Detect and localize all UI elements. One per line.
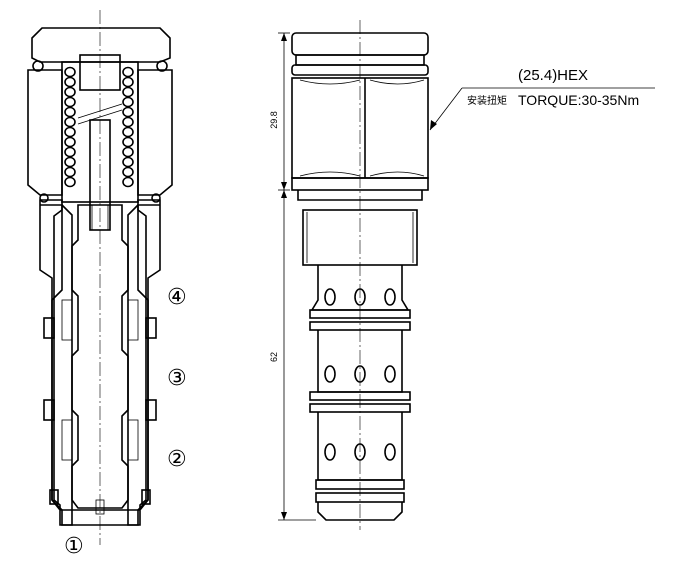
hex-size-note: (25.4)HEX: [518, 67, 588, 84]
spring-coil-left: [64, 116, 76, 128]
spring-coil-left: [64, 126, 76, 138]
spring-coil-left: [64, 86, 76, 98]
port-label-3: ③: [167, 366, 187, 391]
torque-leader: [429, 87, 655, 131]
port-window-4-right: [127, 299, 139, 341]
seal-left-upper: [43, 317, 55, 339]
cap-right-wall: [137, 69, 173, 196]
sleeve-left: [40, 204, 73, 526]
spring-chamber: [61, 61, 139, 203]
bottom-orifice: [95, 499, 105, 515]
torque-spec: TORQUE:30-35Nm: [518, 92, 639, 108]
spring-coil-right: [122, 166, 134, 178]
mid-ports: [324, 365, 396, 383]
cap-groove-2: [291, 64, 429, 76]
hex-chamfer-4: [369, 171, 425, 177]
spring-coil-left: [64, 96, 76, 108]
groove-c: [309, 391, 411, 401]
port-label-4: ④: [167, 285, 187, 310]
spring-coil-left: [64, 176, 76, 188]
spring-coil-left: [64, 66, 76, 78]
groove-a: [309, 309, 411, 319]
spring-coil-left: [64, 136, 76, 148]
hex-bottom-step: [297, 190, 423, 201]
groove-f: [315, 492, 405, 503]
spool-bore: [91, 204, 109, 231]
o-ring-mid-left: [39, 193, 49, 203]
spring-seat: [79, 54, 121, 91]
spool: [71, 204, 129, 509]
spring-coil-right: [122, 156, 134, 168]
o-ring-mid-right: [151, 193, 161, 203]
groove-d: [309, 403, 411, 413]
seal-left-bottom: [49, 489, 59, 505]
hex-bottom-band: [291, 177, 429, 191]
port-label-2: ②: [167, 447, 187, 472]
cap-left-wall: [27, 69, 63, 196]
seal-left-lower: [43, 399, 55, 421]
dimensions: [278, 32, 316, 521]
seal-right-upper: [145, 317, 157, 339]
spring-coil-right: [122, 176, 134, 188]
hex-chamfer-1: [299, 79, 361, 85]
install-torque-label: 安装扭矩: [467, 94, 507, 107]
spring-coil-left: [64, 76, 76, 88]
upper-ports: [324, 288, 396, 306]
port-window-4-left: [61, 299, 73, 341]
seal-right-bottom: [141, 489, 151, 505]
spring-coil-right: [122, 116, 134, 128]
dim-body-length: 62: [269, 352, 279, 362]
nose-tip: [317, 502, 403, 521]
cap-top: [31, 27, 171, 63]
port-window-2-right: [127, 419, 139, 461]
sleeve-right: [127, 204, 160, 526]
spring-coil-left: [64, 166, 76, 178]
spring-coil-right: [122, 126, 134, 138]
spring-coil-left: [64, 146, 76, 158]
o-ring-top-right: [156, 60, 168, 72]
section-view: [27, 10, 173, 545]
spring-retainer: [77, 103, 123, 119]
spring-coil-right: [122, 146, 134, 158]
seal-right-lower: [145, 399, 157, 421]
spring-coil-right: [122, 76, 134, 88]
spring-coil-right: [122, 96, 134, 108]
spring-coil-right: [122, 136, 134, 148]
o-ring-top-left: [32, 60, 44, 72]
spring-coil-right: [122, 106, 134, 118]
spring-coil-right: [122, 86, 134, 98]
groove-b: [309, 321, 411, 331]
dim-hex-height: 29.8: [269, 111, 279, 129]
groove-e: [315, 479, 405, 490]
spring-coil-left: [64, 106, 76, 118]
spring-retainer-2: [77, 109, 123, 125]
hex-chamfer-2: [369, 79, 425, 85]
outline-view: [291, 20, 429, 530]
spring-coil-left: [64, 156, 76, 168]
lower-ports: [324, 443, 396, 461]
port-label-1: ①: [64, 534, 84, 559]
hex-chamfer-3: [299, 171, 361, 177]
spring: [64, 66, 134, 188]
port-window-2-left: [61, 419, 73, 461]
thread-section: [302, 209, 418, 266]
spring-coil-right: [122, 66, 134, 78]
